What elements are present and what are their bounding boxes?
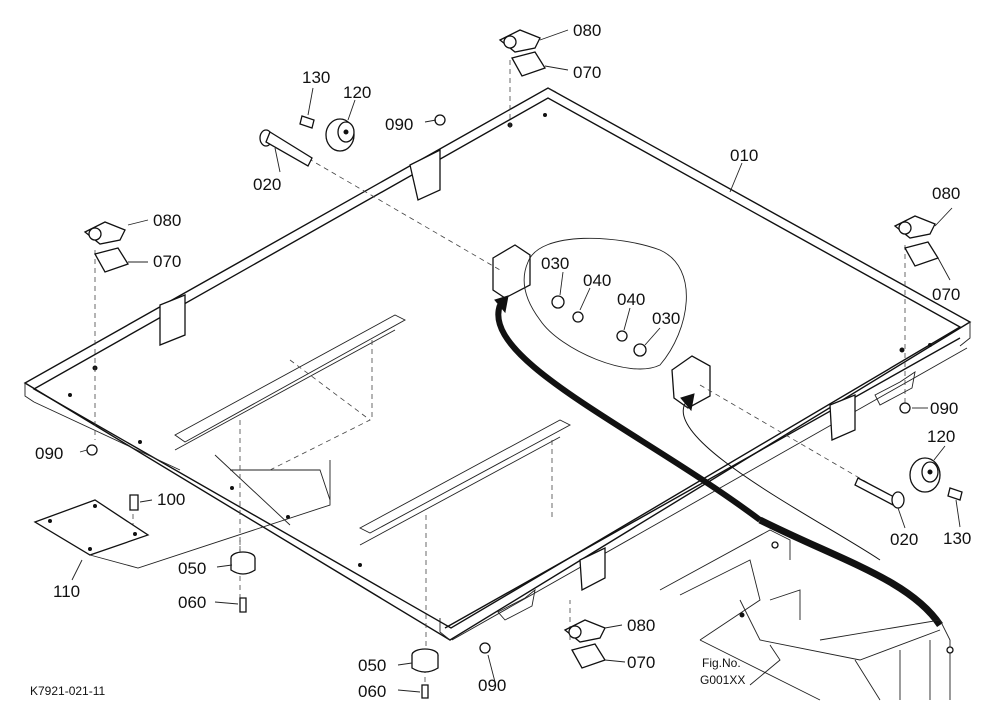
screw-100 xyxy=(129,494,139,511)
drawing-code: K7921-021-11 xyxy=(30,684,105,698)
callout-130-right: 130 xyxy=(943,529,971,548)
figure-ref-label: Fig.No. xyxy=(702,656,741,670)
hidden-rails xyxy=(174,314,571,650)
bolt-130-right xyxy=(947,487,963,501)
figure-ref-code: G001XX xyxy=(700,673,745,687)
callout-030-right: 030 xyxy=(652,309,680,328)
callout-020-top: 020 xyxy=(253,175,281,194)
arrow-right xyxy=(682,401,881,561)
callout-070-bottom: 070 xyxy=(627,653,655,672)
callout-090-top: 090 xyxy=(385,115,413,134)
callout-110: 110 xyxy=(53,582,80,601)
callout-080-top: 080 xyxy=(573,21,601,40)
callout-120-right: 120 xyxy=(927,427,955,446)
callout-070-left: 070 xyxy=(153,252,181,271)
callout-070-right: 070 xyxy=(932,285,960,304)
callout-040-right: 040 xyxy=(617,290,645,309)
callout-060-right: 060 xyxy=(358,682,386,701)
clamp-080-left xyxy=(83,221,129,273)
callout-090-right: 090 xyxy=(930,399,958,418)
mount-050-right xyxy=(411,648,439,699)
clamp-080-top xyxy=(498,29,546,77)
callout-050-right: 050 xyxy=(358,656,386,675)
handle-right xyxy=(874,371,916,406)
bolt-020-top xyxy=(259,129,313,167)
callout-020-right: 020 xyxy=(890,530,918,549)
plate-110 xyxy=(33,460,331,569)
clamp-080-right xyxy=(893,215,939,267)
callout-080-right: 080 xyxy=(932,184,960,203)
nut-090-bottom xyxy=(479,642,491,654)
callout-070-top: 070 xyxy=(573,63,601,82)
clamp-080-bottom xyxy=(563,619,606,669)
callout-120-top: 120 xyxy=(343,83,371,102)
arrow-left xyxy=(495,303,762,523)
callout-030-left: 030 xyxy=(541,254,569,273)
bolt-020-right xyxy=(854,477,905,509)
callout-010: 010 xyxy=(730,146,758,165)
callout-100: 100 xyxy=(157,490,185,509)
tractor-chassis xyxy=(659,529,954,701)
callout-labels: 080 070 130 120 090 010 020 080 070 080 … xyxy=(35,21,971,701)
bushing-120-right xyxy=(909,457,941,493)
leader-lines xyxy=(71,29,961,693)
nut-090-top xyxy=(434,114,446,126)
bushing-120-top xyxy=(325,118,355,152)
mount-050-left xyxy=(230,551,256,613)
frame-010 xyxy=(23,87,972,641)
callout-050-left: 050 xyxy=(178,559,206,578)
nut-090-right xyxy=(899,402,911,414)
handle-bottom xyxy=(497,588,536,621)
callout-090-left: 090 xyxy=(35,444,63,463)
nut-090-left xyxy=(86,444,98,456)
callout-040-left: 040 xyxy=(583,271,611,290)
spacer-group xyxy=(523,237,687,370)
callout-090-bottom: 090 xyxy=(478,676,506,695)
callout-060-left: 060 xyxy=(178,593,206,612)
bolt-130-top xyxy=(299,115,315,129)
callout-130-top: 130 xyxy=(302,68,330,87)
callout-080-bottom: 080 xyxy=(627,616,655,635)
callout-080-left: 080 xyxy=(153,211,181,230)
figure-reference: Fig.No. G001XX xyxy=(700,656,745,687)
